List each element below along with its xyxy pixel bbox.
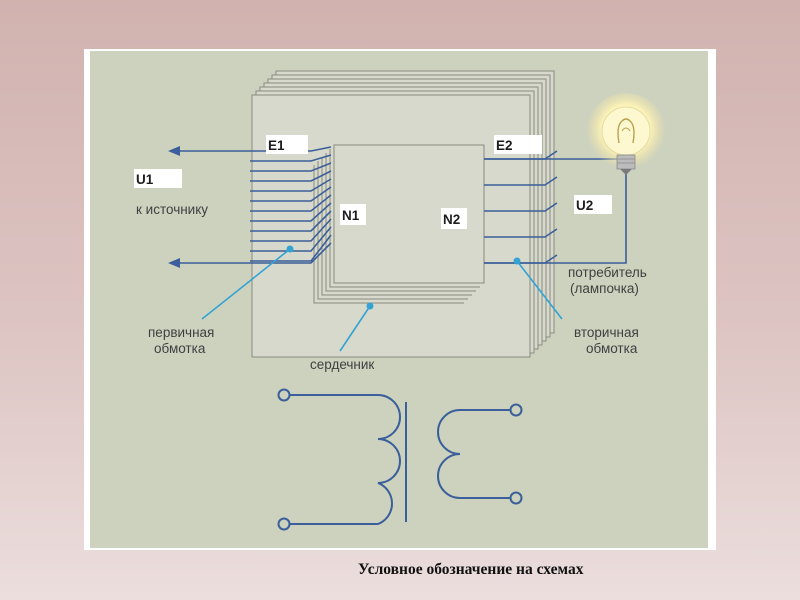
label-source: к источнику xyxy=(136,202,208,217)
label-primary: первичная xyxy=(148,325,214,340)
label-e2: E2 xyxy=(496,138,513,153)
label-n2: N2 xyxy=(443,212,460,227)
primary-winding xyxy=(172,146,332,264)
label-n1: N1 xyxy=(342,208,360,223)
lamp-icon xyxy=(586,93,666,175)
label-u2: U2 xyxy=(576,198,593,213)
core-laminations xyxy=(251,70,555,358)
caption: Условное обозначение на схемах xyxy=(358,561,584,578)
leader-lines xyxy=(201,248,563,352)
label-boxes xyxy=(134,135,612,229)
label-secondary-sub: обмотка xyxy=(586,341,638,356)
label-u1: U1 xyxy=(136,172,154,187)
label-consumer: потребитель xyxy=(568,265,647,280)
label-core: сердечник xyxy=(310,357,374,372)
figure-frame: E1 E2 U1 U2 N1 N2 к источнику потребител… xyxy=(84,49,716,550)
label-e1: E1 xyxy=(268,138,285,153)
transformer-symbol-icon xyxy=(277,388,523,531)
leader-dots xyxy=(286,245,521,310)
label-primary-sub: обмотка xyxy=(154,341,206,356)
label-consumer-sub: (лампочка) xyxy=(570,281,639,296)
secondary-winding xyxy=(484,150,627,264)
arrow-left-icon xyxy=(168,146,180,268)
label-secondary: вторичная xyxy=(574,325,639,340)
diagram-panel: E1 E2 U1 U2 N1 N2 к источнику потребител… xyxy=(90,51,708,548)
transformer-diagram: E1 E2 U1 U2 N1 N2 к источнику потребител… xyxy=(134,70,666,531)
